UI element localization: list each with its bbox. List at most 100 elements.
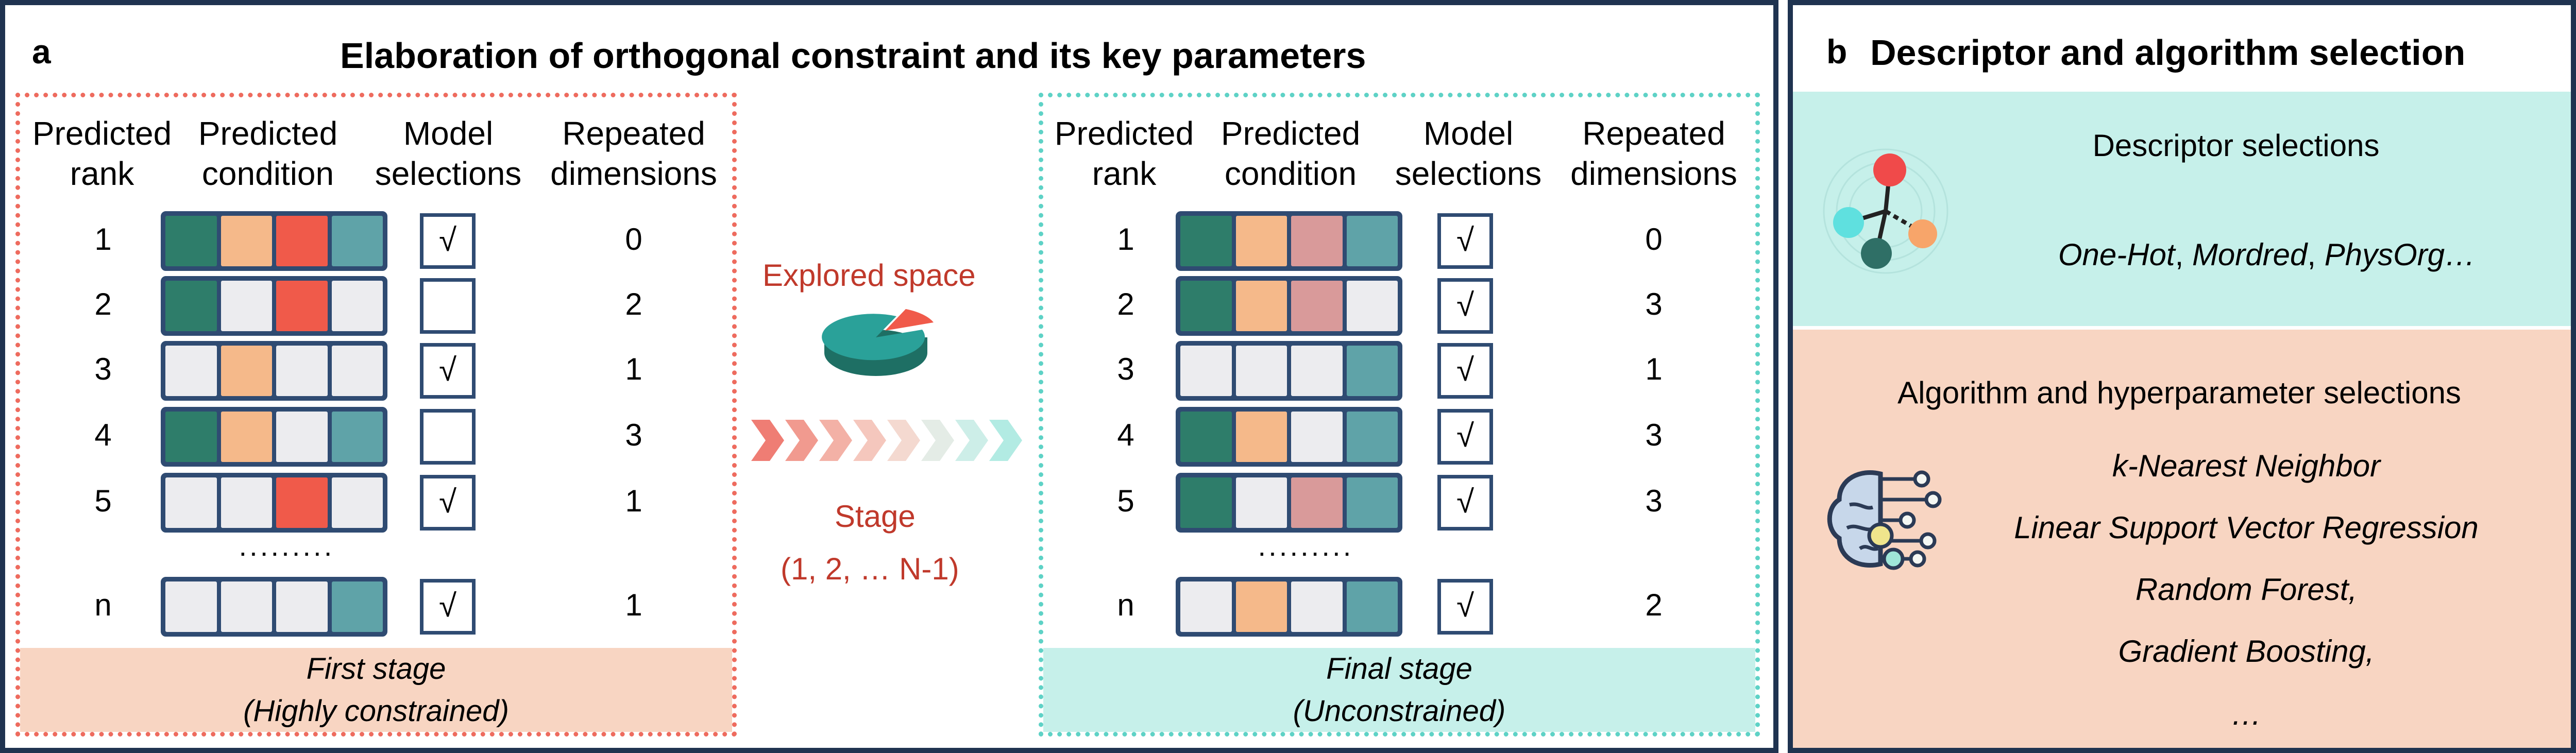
- condition-bar: [161, 473, 387, 533]
- repeated-dimensions-value: 3: [625, 418, 642, 452]
- condition-cell: [276, 346, 328, 396]
- model-selection-checkbox: √: [420, 579, 476, 635]
- algorithm-item: Random Forest,: [2135, 572, 2358, 607]
- explored-space-label: Explored space: [762, 258, 976, 293]
- first-stage-sublabel: (Highly constrained): [243, 694, 509, 728]
- model-selection-checkbox: [420, 278, 476, 334]
- condition-cell: [1346, 346, 1398, 396]
- condition-cell: [276, 216, 328, 266]
- condition-bar: [1176, 407, 1402, 467]
- condition-bar: [1176, 211, 1402, 271]
- condition-bar: [161, 407, 387, 467]
- condition-cell: [165, 477, 217, 528]
- chevron-icon: [853, 420, 886, 461]
- final-stage-band: Final stage (Unconstrained): [1043, 648, 1755, 732]
- condition-cell: [1235, 216, 1287, 266]
- final-header-model: Model selections: [1386, 113, 1551, 194]
- header-line: selections: [1395, 155, 1542, 192]
- descriptor-mordred: Mordred: [2192, 237, 2308, 272]
- chevron-icon: [887, 420, 920, 461]
- molecule-icon: [1823, 148, 1948, 274]
- rank-value: 2: [94, 287, 112, 321]
- rank-value: 5: [1117, 484, 1134, 518]
- first-header-model: Model selections: [371, 113, 526, 194]
- condition-cell: [1291, 346, 1343, 396]
- condition-cell: [1291, 581, 1343, 632]
- condition-cell: [165, 281, 217, 331]
- condition-bar: [161, 577, 387, 637]
- condition-cell: [1291, 412, 1343, 462]
- rank-value: 1: [1117, 222, 1134, 256]
- final-stage-sublabel: (Unconstrained): [1293, 694, 1506, 728]
- condition-cell: [331, 216, 383, 266]
- condition-cell: [1235, 581, 1287, 632]
- model-selection-checkbox: [420, 409, 476, 465]
- repeated-dimensions-value: 0: [1645, 222, 1663, 256]
- descriptor-heading: Descriptor selections: [2092, 128, 2380, 163]
- algorithm-item: Gradient Boosting,: [2118, 634, 2375, 669]
- condition-cell: [1180, 412, 1232, 462]
- condition-cell: [331, 346, 383, 396]
- condition-bar: [1176, 577, 1402, 637]
- condition-cell: [165, 346, 217, 396]
- pie-chart-icon: [822, 309, 934, 376]
- repeated-dimensions-value: 1: [1645, 352, 1663, 386]
- first-header-condition: Predicted condition: [185, 113, 350, 194]
- repeated-dimensions-value: 2: [1645, 588, 1663, 622]
- header-line: Predicted: [1221, 115, 1361, 152]
- algorithm-item: k-Nearest Neighbor: [2112, 449, 2381, 483]
- chevron-icon: [819, 420, 852, 461]
- condition-cell: [1291, 281, 1343, 331]
- condition-cell: [331, 281, 383, 331]
- condition-cell: [221, 281, 272, 331]
- condition-cell: [276, 581, 328, 632]
- header-line: Model: [403, 115, 494, 152]
- condition-cell: [331, 412, 383, 462]
- header-line: Repeated: [1582, 115, 1725, 152]
- repeated-dimensions-value: 1: [625, 484, 642, 518]
- algorithm-item: Linear Support Vector Regression: [2014, 510, 2479, 545]
- descriptor-list: One-Hot, Mordred, PhysOrg…: [2009, 237, 2524, 272]
- rank-value: 3: [1117, 352, 1134, 386]
- panel-b-title: Descriptor and algorithm selection: [1870, 32, 2466, 73]
- model-selection-checkbox: √: [420, 213, 476, 269]
- condition-bar: [1176, 473, 1402, 533]
- stage-label: Stage: [835, 499, 916, 534]
- brain-circuit-icon: [1827, 470, 1942, 570]
- panel-a-letter: a: [32, 32, 51, 71]
- model-selection-checkbox: √: [1437, 475, 1493, 530]
- final-ellipsis: ·········: [1257, 536, 1353, 568]
- header-line: condition: [1224, 155, 1357, 192]
- panel-b-letter: b: [1826, 32, 1848, 71]
- condition-cell: [1180, 346, 1232, 396]
- first-ellipsis: ·········: [238, 536, 334, 568]
- final-header-rank: Predicted rank: [1047, 113, 1201, 194]
- condition-cell: [276, 281, 328, 331]
- repeated-dimensions-value: 3: [1645, 418, 1663, 452]
- condition-cell: [221, 412, 272, 462]
- model-selection-checkbox: √: [1437, 409, 1493, 465]
- condition-cell: [1180, 477, 1232, 528]
- repeated-dimensions-value: 3: [1645, 287, 1663, 321]
- condition-cell: [1235, 346, 1287, 396]
- first-stage-frame: [15, 93, 737, 737]
- condition-cell: [1180, 281, 1232, 331]
- condition-cell: [1346, 477, 1398, 528]
- model-selection-checkbox: √: [1437, 579, 1493, 635]
- chevron-icon: [921, 420, 954, 461]
- algorithm-heading: Algorithm and hyperparameter selections: [1897, 375, 2461, 410]
- final-header-repeated: Repeated dimensions: [1566, 113, 1741, 194]
- condition-cell: [1346, 581, 1398, 632]
- condition-cell: [1235, 477, 1287, 528]
- first-stage-label: First stage: [306, 652, 446, 686]
- rank-value: n: [1117, 588, 1134, 622]
- separator: ,: [2175, 237, 2192, 272]
- first-stage-band: First stage (Highly constrained): [20, 648, 732, 732]
- descriptor-section: [1793, 92, 2571, 326]
- rank-value: 5: [94, 484, 112, 518]
- header-line: dimensions: [550, 155, 717, 192]
- header-line: Repeated: [562, 115, 705, 152]
- condition-cell: [1291, 216, 1343, 266]
- condition-cell: [1346, 281, 1398, 331]
- condition-cell: [165, 412, 217, 462]
